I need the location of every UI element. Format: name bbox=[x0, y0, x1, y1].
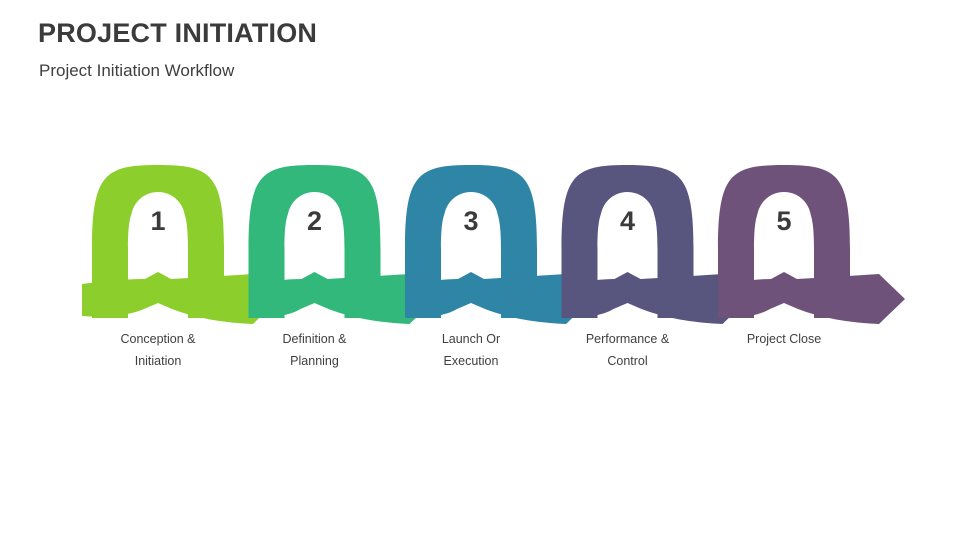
step-number-4: 4 bbox=[620, 206, 635, 236]
step-loop-ring-4[interactable] bbox=[561, 165, 694, 330]
step-pin-5 bbox=[757, 192, 811, 259]
step-arrow-band-3[interactable] bbox=[409, 272, 593, 324]
step-label-1: Conception & Initiation bbox=[120, 332, 196, 368]
step-labels-group: Conception & Initiation Definition & Planni… bbox=[120, 332, 821, 368]
step-pin-3 bbox=[444, 192, 498, 259]
step-label-3: Launch Or Execution bbox=[442, 332, 500, 368]
step-band-bottom-notch-4 bbox=[612, 303, 643, 330]
flow-step-2[interactable]: 2 bbox=[248, 165, 436, 330]
step-arrow-band-5[interactable] bbox=[722, 272, 906, 324]
step-label-line2-2: Planning bbox=[290, 354, 339, 368]
flow-step-4[interactable]: 4 bbox=[561, 165, 749, 330]
step-label-line1-3: Launch Or bbox=[442, 332, 500, 346]
flow-step-1[interactable]: 1 bbox=[82, 165, 279, 330]
step-label-line1-5: Project Close bbox=[747, 332, 821, 346]
steps-group: 1 2 3 4 5 bbox=[82, 165, 905, 330]
flow-step-3[interactable]: 3 bbox=[405, 165, 592, 330]
step-number-3: 3 bbox=[463, 206, 478, 236]
page-subtitle: Project Initiation Workflow bbox=[39, 61, 235, 80]
step-arrow-band-4[interactable] bbox=[566, 272, 749, 324]
step-loop-ring-5[interactable] bbox=[718, 165, 850, 330]
step-arrow-band-2[interactable] bbox=[253, 272, 436, 324]
step-pin-1 bbox=[131, 192, 185, 259]
step-label-5: Project Close bbox=[747, 332, 821, 346]
step-loop-ring-2[interactable] bbox=[248, 165, 381, 330]
step-label-line2-1: Initiation bbox=[135, 354, 182, 368]
step-number-2: 2 bbox=[307, 206, 322, 236]
step-arrow-band-1[interactable] bbox=[82, 272, 279, 324]
step-pin-4 bbox=[600, 192, 655, 259]
step-label-line1-1: Conception & bbox=[120, 332, 196, 346]
step-number-1: 1 bbox=[150, 206, 165, 236]
step-loop-ring-3[interactable] bbox=[405, 165, 537, 330]
step-loop-ring-1[interactable] bbox=[92, 165, 224, 330]
step-pin-2 bbox=[287, 192, 342, 259]
step-band-bottom-notch-2 bbox=[299, 303, 330, 330]
flow-step-5[interactable]: 5 bbox=[718, 165, 905, 330]
step-band-bottom-notch-1 bbox=[143, 303, 173, 330]
step-label-2: Definition & Planning bbox=[283, 332, 348, 368]
step-label-4: Performance & Control bbox=[586, 332, 670, 368]
step-number-5: 5 bbox=[776, 206, 791, 236]
step-label-line1-2: Definition & bbox=[283, 332, 348, 346]
step-band-bottom-notch-5 bbox=[769, 303, 799, 330]
step-label-line1-4: Performance & bbox=[586, 332, 670, 346]
step-label-line2-3: Execution bbox=[444, 354, 499, 368]
step-band-bottom-notch-3 bbox=[456, 303, 486, 330]
step-label-line2-4: Control bbox=[607, 354, 647, 368]
page-title: PROJECT INITIATION bbox=[38, 18, 318, 48]
